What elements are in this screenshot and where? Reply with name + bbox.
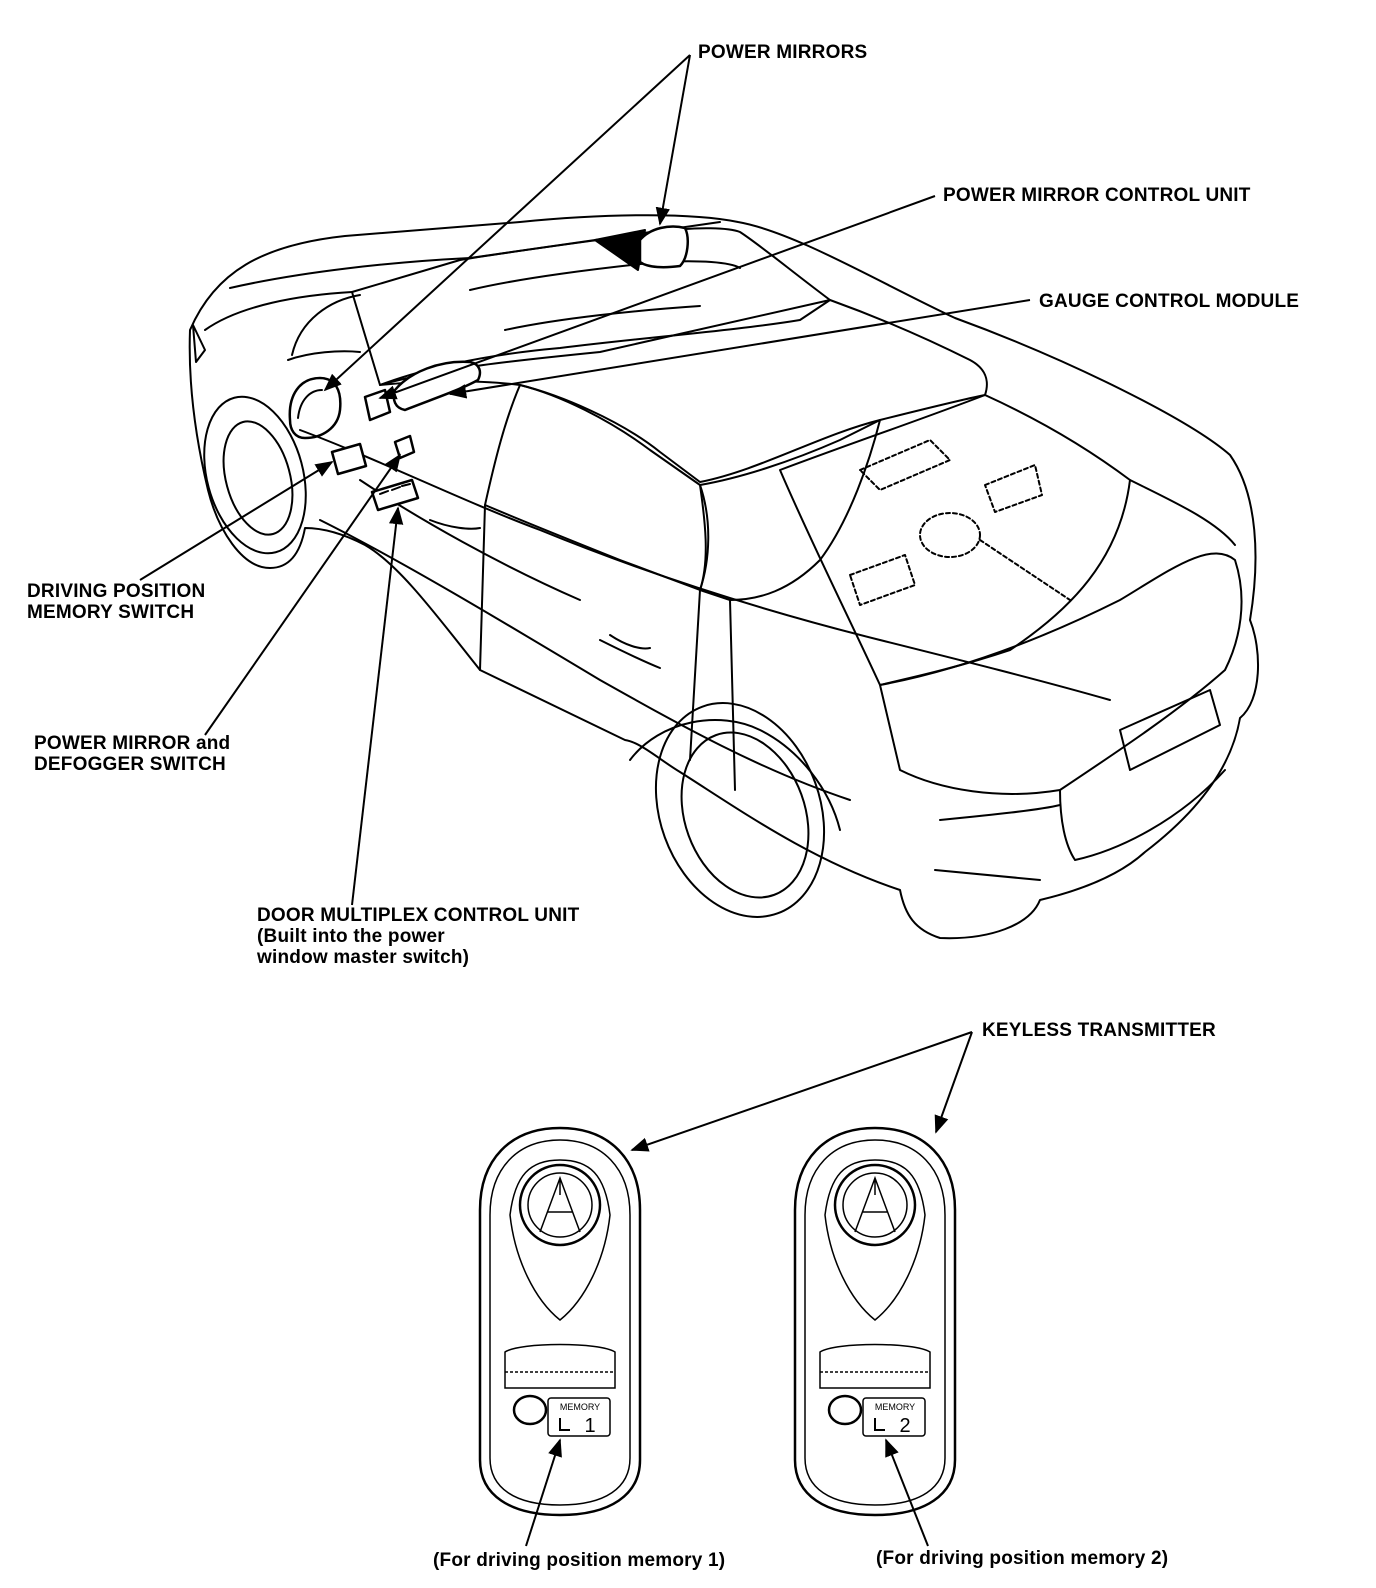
label-power-mirrors: POWER MIRRORS [698,42,868,63]
label-gauge-control-module: GAUGE CONTROL MODULE [1039,291,1300,312]
transmitter-1-button-caption: MEMORY [560,1402,600,1412]
car-rocker [319,519,851,801]
car-hood [204,221,721,361]
car-license-plate [1119,689,1221,771]
leader-gauge-control-module [448,299,1031,399]
leader-lines [139,54,1031,1547]
car-beltline [299,429,1111,701]
transmitter-2-button-caption: MEMORY [875,1402,915,1412]
master-switch-box [370,478,420,512]
label-door-multiplex-line-1: DOOR MULTIPLEX CONTROL UNIT [257,905,580,926]
leader-power-mirrors-right [655,54,691,226]
label-memory-1-note: (For driving position memory 1) [433,1550,726,1571]
label-door-multiplex-line-3: window master switch) [257,947,470,968]
leader-transmitter-2 [934,1031,973,1134]
label-power-mirror-defogger-switch: POWER MIRROR and DEFOGGER SWITCH [34,733,230,775]
keyless-transmitter-2 [793,1126,957,1517]
car-rear-wheel [654,702,826,918]
leader-mirror-defogger-switch [204,453,402,736]
label-driving-position-memory-switch-line-2: MEMORY SWITCH [27,602,195,623]
car-rear-window [779,394,1131,686]
memory-switch-box [330,442,368,476]
leader-transmitter-1 [630,1031,973,1152]
leader-door-multiplex [351,506,404,906]
transmitter-1-button-number: 1 [584,1415,595,1437]
label-door-multiplex-line-2: (Built into the power [257,926,445,947]
leader-mirror-control-unit [378,195,936,400]
leader-memory-2-note [885,1438,929,1547]
leader-memory-switch [139,461,334,581]
label-memory-2-note: (For driving position memory 2) [876,1548,1169,1569]
car-front-wheel [203,395,307,555]
car-left-mirror [288,376,342,440]
label-door-multiplex-control-unit: DOOR MULTIPLEX CONTROL UNIT (Built into … [257,905,579,968]
car-body-outline [188,214,1259,940]
car-front-door-window [484,384,707,591]
car-trunk-lid [879,552,1243,795]
label-driving-position-memory-switch-line-1: DRIVING POSITION [27,581,206,602]
label-power-mirror-control-unit: POWER MIRROR CONTROL UNIT [943,185,1251,206]
power-mirror-control-unit-box [363,388,392,422]
car-rear-door-window [699,419,881,601]
label-driving-position-memory-switch: DRIVING POSITION MEMORY SWITCH [27,581,205,623]
car-windshield [351,227,831,386]
leader-memory-1-note [525,1438,562,1547]
label-power-mirror-defogger-switch-line-2: DEFOGGER SWITCH [34,754,226,775]
label-keyless-transmitter: KEYLESS TRANSMITTER [982,1020,1216,1041]
car-right-mirror [594,229,646,271]
gauge-control-module-shape [392,360,482,412]
transmitter-2-button-number: 2 [899,1415,910,1437]
mirror-defogger-switch-box [393,434,416,460]
keyless-transmitter-1 [478,1126,642,1517]
car-illustration [188,214,1259,940]
leader-power-mirrors-left [323,54,691,392]
label-power-mirror-defogger-switch-line-1: POWER MIRROR and [34,733,231,754]
